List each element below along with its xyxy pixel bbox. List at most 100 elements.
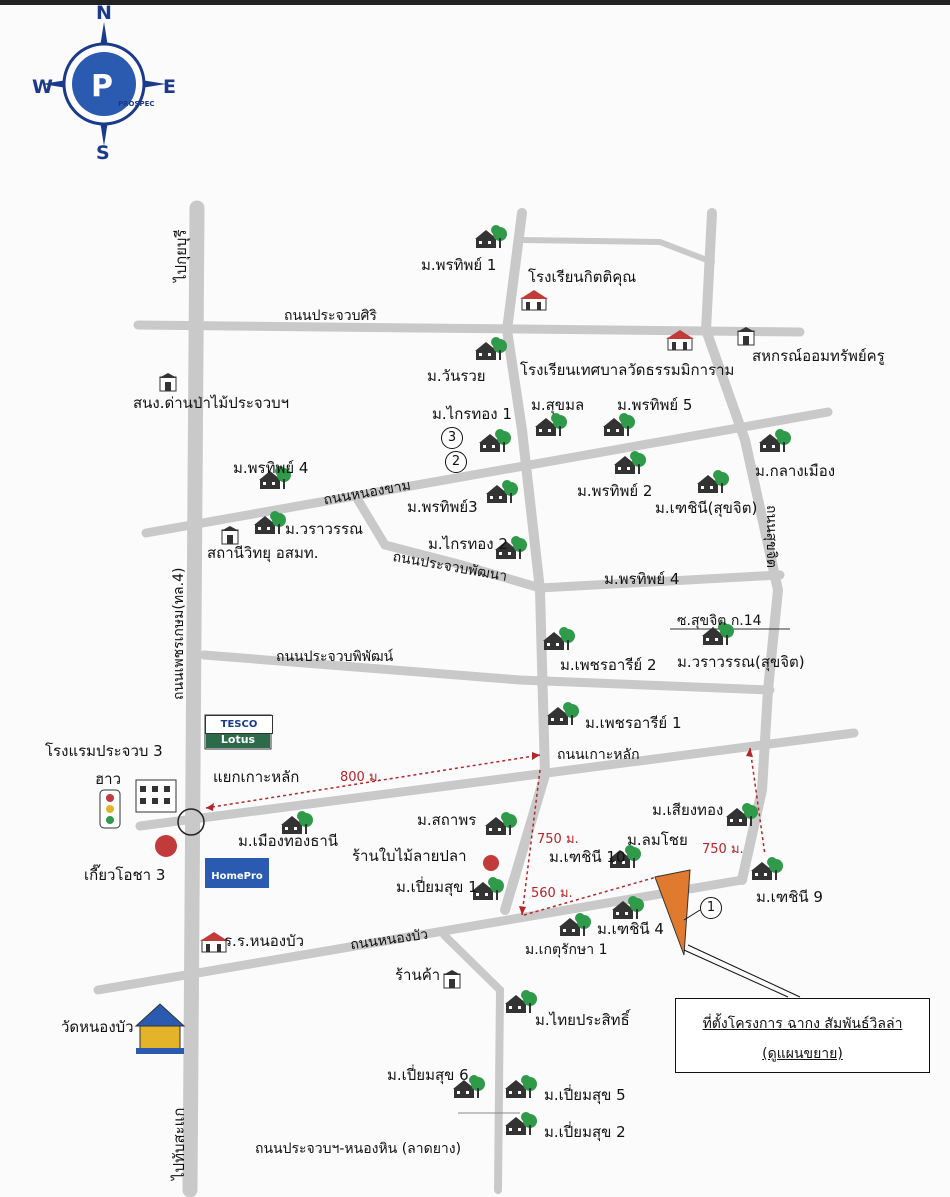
project-site-legend: ที่ตั้งโครงการ ฉากง สัมพันธ์วิลล่า (ดูแผ… (675, 998, 930, 1073)
legend-note: (ดูแผนขยาย) (762, 1046, 843, 1062)
lotus-logo: Lotus (220, 733, 256, 746)
road-top-loop (519, 237, 715, 265)
village-icon (726, 803, 758, 826)
village-icon (505, 1112, 537, 1135)
office-building-icon (158, 372, 178, 392)
village-icon (479, 429, 511, 452)
village-icon (505, 1075, 537, 1098)
project-site (654, 869, 691, 956)
label-phon-thip-4-west: ม.พรทิพย์ 4 (233, 459, 309, 477)
compass-rose: P (42, 22, 166, 146)
distance-800: 800 ม. (340, 770, 382, 785)
shop-icon (442, 969, 462, 989)
label-hotel: โรงแรมประจวบ 3 (45, 742, 163, 760)
village-icon (543, 627, 575, 650)
label-forest-office: สนง.ด่านป่าไม้ประจวบฯ (133, 394, 290, 412)
village-icon (475, 225, 507, 248)
village-icon (603, 413, 635, 436)
road-prachuap-siri (133, 320, 805, 337)
label-wan-ruai: ม.วันรวย (427, 367, 486, 385)
marker-3: 3 (441, 427, 463, 449)
label-piam-suk-6: ม.เปี่ยมสุข 6 (387, 1066, 469, 1084)
label-prachuap-nong-hin-road: ถนนประจวบฯ-หนองหิน (ลาดยาง) (255, 1141, 462, 1157)
restaurant-icon (155, 835, 177, 857)
label-phetkasem: ถนนเพชรเกษม(ทล.4) (171, 567, 187, 700)
label-teacher-coop: สหกรณ์ออมทรัพย์ครู (752, 347, 885, 365)
compass-south: S (96, 142, 110, 164)
compass-logo-text: PROSPEC (118, 100, 155, 108)
leaf-shop-icon (483, 855, 499, 871)
village-icon (254, 511, 286, 534)
village-icon (559, 913, 591, 936)
village-icon (281, 811, 313, 834)
marker-2: 2 (445, 451, 467, 473)
road-central-ns (500, 208, 551, 915)
label-phetcharee-2: ม.เพชรอารีย์ 2 (560, 656, 657, 674)
label-kiao-restaurant: เกี๊ยวโอชา 3 (84, 866, 166, 884)
traffic-light-icon (99, 789, 121, 829)
road-ko-lak (135, 728, 859, 831)
village-icon (614, 451, 646, 474)
marker-1: 1 (700, 897, 722, 919)
village-icon (505, 990, 537, 1013)
label-to-thap-sakae: ไปทับสะแก (170, 1107, 188, 1180)
village-icon (475, 337, 507, 360)
label-to-kui-buri: ไปกุยบุรี (172, 229, 190, 282)
temple-icon (134, 1003, 186, 1054)
label-thetsini-10: ม.เฑชินี 10 (549, 848, 626, 866)
radio-station-icon (220, 525, 240, 545)
label-shop: ร้านค้า (395, 966, 441, 984)
village-icon (759, 429, 791, 452)
label-thetsini-sukhit: ม.เฑชินี(สุขจิต) (655, 499, 758, 517)
village-icon (486, 480, 518, 503)
label-phon-thip-2: ม.พรทิพย์ 2 (577, 482, 653, 500)
label-warawan-sukhit: ม.วราวรรณ(สุขจิต) (677, 653, 805, 671)
coop-building-icon (736, 326, 756, 346)
label-thetsini-9: ม.เฑชินี 9 (756, 888, 823, 906)
village-icon (547, 702, 579, 725)
legend-title: ที่ตั้งโครงการ ฉากง สัมพันธ์วิลล่า (702, 1016, 903, 1032)
road-prachuap-phiphat (199, 650, 775, 695)
label-traffic-light: ฮาว (95, 770, 122, 788)
village-icon (535, 413, 567, 436)
road-prachuap-phatthana (350, 490, 785, 593)
tesco-logo: TESCO (205, 715, 273, 734)
label-mueang-thong-thani: ม.เมืองทองธานี (238, 832, 339, 850)
label-thai-prasit: ม.ไทยประสิทธิ์ (535, 1011, 630, 1029)
compass-west: W (32, 76, 53, 98)
school-icon (665, 329, 695, 351)
distance-560: 560 ม. (531, 886, 573, 901)
label-krai-thong-1: ม.ไกรทอง 1 (432, 405, 512, 423)
label-radio-station: สถานีวิทยุ อสมท. (207, 544, 319, 562)
label-sathaporn: ม.สถาพร (417, 811, 477, 829)
top-border (0, 0, 950, 5)
label-prachuap-phiphat-road: ถนนประจวบพิพัฒน์ (276, 649, 394, 665)
svg-text:P: P (91, 69, 113, 104)
label-warawan: ม.วราวรรณ (285, 520, 364, 538)
distance-750-central: 750 ม. (537, 832, 579, 847)
label-nong-bua-hospital: ร.ร.หนองบัว (224, 932, 305, 950)
road-phetkasem (182, 200, 205, 1197)
label-piam-suk-1: ม.เปี่ยมสุข 1 (396, 878, 478, 896)
road-south-ns (440, 931, 505, 1194)
label-phon-thip-4-east: ม.พรทิพย์ 4 (604, 570, 680, 588)
label-ket-ruksa-1: ม.เกตุรักษา 1 (525, 942, 608, 958)
label-wat-nong-bua: วัดหนองบัว (61, 1018, 134, 1036)
village-icon (612, 896, 644, 919)
compass-north: N (96, 2, 112, 24)
label-phon-thip-1: ม.พรทิพย์ 1 (421, 256, 497, 274)
label-bai-mai-shop: ร้านใบไม้ลายปลา (352, 847, 467, 865)
village-icon (697, 470, 729, 493)
label-lom-choy: ม.ลมโชย (627, 831, 688, 849)
label-prachuap-siri-road: ถนนประจวบศิริ (284, 308, 377, 324)
label-klang-mueang: ม.กลางเมือง (755, 462, 836, 480)
village-icon (485, 812, 517, 835)
hotel-icon (135, 779, 177, 813)
label-ko-lak-road: ถนนเกาะหลัก (557, 747, 640, 763)
label-kitti-khun-school: โรงเรียนกิตติคุณ (528, 268, 637, 286)
label-piam-suk-2: ม.เปี่ยมสุข 2 (544, 1123, 626, 1141)
label-sukhit-road: ถนนสุขจิต (763, 505, 779, 569)
road-nong-kham (141, 407, 833, 538)
label-piam-suk-5: ม.เปี่ยมสุข 5 (544, 1086, 626, 1104)
